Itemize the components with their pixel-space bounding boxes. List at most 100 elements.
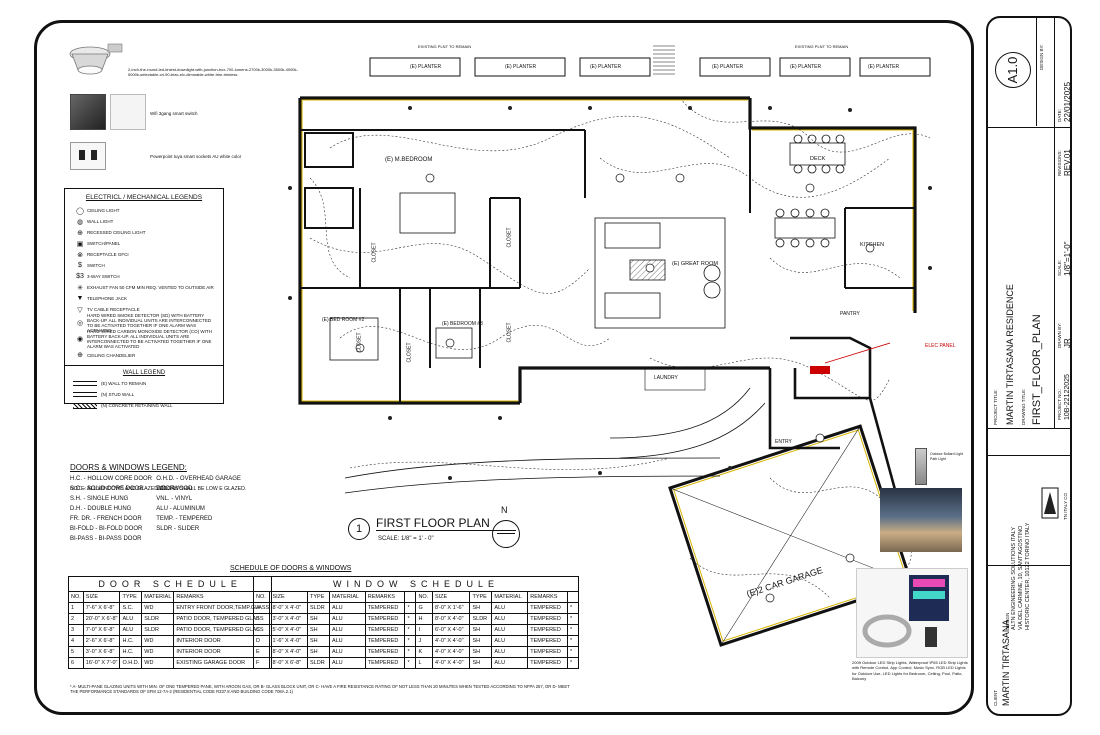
plan-number-circle: 1 <box>348 518 370 540</box>
schedule-cell: 4'-0" X 4'-0" <box>431 635 471 647</box>
schedule-cell: 16'-0" X 7'-0" <box>82 657 121 669</box>
legend-item-label: RECEPTACLE GFCI <box>87 252 129 257</box>
room-bedroom-2: (E) BED ROOM #2 <box>322 317 365 323</box>
legend-symbol-icon: ⊕ <box>77 352 83 359</box>
wall-legend-label: (E) WALL TO REMAIN <box>101 381 147 386</box>
schedule-footnote: * A- MULTI-PANE GLAZING UNITS WITH MIN. … <box>70 684 570 695</box>
schedule-cell: 2'-6" X 6'-8" <box>82 635 121 647</box>
sheet-number-circle: A1.0 <box>995 52 1031 88</box>
schedule-cell: 3'-0" X 4'-0" <box>269 613 309 625</box>
schedule-cell: SLDR <box>141 613 175 625</box>
downlight-image <box>68 40 123 78</box>
dw-legend-item: SLDR - SLIDER <box>156 526 200 532</box>
legend-item-label: WALL LIGHT <box>87 219 114 224</box>
project-no-value: 10B-22122025 <box>1064 374 1071 420</box>
beds <box>329 192 473 361</box>
schedule-cell: L <box>415 657 433 669</box>
schedule-note-cell: * <box>567 635 579 647</box>
schedule-cell: 20'-0" X 6'-8" <box>82 613 121 625</box>
legend-symbol-icon: ◉ <box>76 336 84 343</box>
bollard-image <box>915 448 927 485</box>
schedule-cell: ALU <box>491 624 529 636</box>
schedule-header-cell: SIZE <box>269 591 309 603</box>
legend-item: ▼TELEPHONE JACK <box>73 293 217 304</box>
schedule-cell: TEMPERED <box>527 624 568 636</box>
sofa-set <box>604 222 721 319</box>
wall-light-photo <box>880 488 962 552</box>
schedule-note-cell: * <box>567 602 579 614</box>
legend-item-label: SWITCH/PANEL <box>87 241 121 246</box>
schedule-cell: 5 <box>68 646 84 658</box>
schedule-cell: SH <box>469 657 493 669</box>
schedule-note-cell: * <box>567 646 579 658</box>
legend-symbol-icon: ▣ <box>76 240 84 248</box>
schedule-header-cell: MATERIAL <box>491 591 529 603</box>
wall-legend-item: (E) WALL TO REMAIN <box>73 378 217 389</box>
schedule-cell: H <box>415 613 433 625</box>
downlight-caption: 2-inch-the-round-led-tiniest-downlight-w… <box>128 67 298 78</box>
schedule-cell: 8'-0" X 4'-0" <box>269 646 309 658</box>
schedule-note-cell <box>567 591 579 603</box>
drawing-title-label: DRAWING TITLE: <box>1021 388 1026 425</box>
legend-symbol-icon: ◍ <box>76 218 84 226</box>
legend-item: ◍WALL LIGHT <box>73 216 217 227</box>
legend-symbol-icon: ▽ <box>77 306 83 314</box>
schedule-cell: 8'-0" X 4'-0" <box>269 602 309 614</box>
existing-note-2: EXISTING PLNT TO REMAIN <box>795 44 849 49</box>
schedule-cell: SH <box>469 624 493 636</box>
schedule-cell: ALU <box>491 657 529 669</box>
scale-value: 1/8"=1'-0" <box>1063 241 1072 276</box>
schedule-note-cell <box>404 591 417 603</box>
schedule-header-cell: NO. <box>68 591 84 603</box>
schedule-cell: TEMPERED <box>364 602 406 614</box>
legend-item-label: CEILING LIGHT <box>87 208 120 213</box>
legend-item: ✳EXHAUST FAN 50 CFM MIN REQ. VENTED TO O… <box>73 282 217 293</box>
schedule-cell: TEMPERED <box>527 602 568 614</box>
legend-item-label: CEILING CHANDELIER <box>87 352 136 358</box>
dw-legend-item: H.C. - HOLLOW CORE DOOR <box>70 476 153 482</box>
room-pantry: PANTRY <box>840 311 860 317</box>
project-no-label: PROJECT NO.: <box>1057 388 1062 420</box>
schedule-cell: S.C. <box>119 602 143 614</box>
house-walls <box>298 96 917 405</box>
schedule-cell: 5'-0" X 4'-0" <box>269 624 309 636</box>
light-fixtures <box>355 173 875 603</box>
dw-legend-item: ALU - ALUMINUM <box>156 506 205 512</box>
legend-item: ◯CEILING LIGHT <box>73 205 217 216</box>
schedule-cell: D <box>252 635 271 647</box>
dw-legend-title: DOORS & WINDOWS LEGEND: <box>70 463 187 472</box>
drawn-label: DRAWN BY: <box>1057 322 1062 348</box>
drawing-title: FIRST_FLOOR_PLAN <box>1031 314 1043 425</box>
schedule-cell: WD <box>141 657 175 669</box>
dw-legend-item: WD. - WOOD <box>156 486 193 492</box>
legend-item: ⊕RECESSED CEILING LIGHT <box>73 227 217 238</box>
schedule-cell: H.C. <box>119 635 143 647</box>
schedule-cell: WD <box>141 602 175 614</box>
schedule-cell: ALU <box>491 635 529 647</box>
schedule-cell: TEMPERED <box>364 613 406 625</box>
wall-legend-label: (N) CONCRETE RETAINING WALL <box>101 403 173 408</box>
revision-label: REVISIONS: <box>1057 150 1062 176</box>
schedule-cell: 4 <box>68 635 84 647</box>
dw-legend-item: TEMP. - TEMPERED <box>156 516 213 522</box>
schedule-cell: ALU <box>328 646 366 658</box>
company-logo <box>1040 486 1060 520</box>
socket-image <box>70 142 106 170</box>
electrical-legend: ELECTRICL / MECHANICAL LEGENDS ◯CEILING … <box>64 188 224 409</box>
schedule-header-cell: REMARKS <box>364 591 406 603</box>
schedule-cell: ALU <box>119 613 143 625</box>
legend-item-label: HARD WIRED CARBON MONOXIDE DETECTOR (CO)… <box>87 329 212 349</box>
legend-item: $SWITCH <box>73 260 217 271</box>
doors-windows-legend: DOORS & WINDOWS LEGEND: H.C. - HOLLOW CO… <box>70 462 250 542</box>
schedule-note-cell: * <box>404 613 417 625</box>
dw-legend-item: S.C. - SOLID CORE DOOR <box>70 486 144 492</box>
schedule-cell: J <box>415 635 433 647</box>
schedule-cell: I <box>415 624 433 636</box>
project-title-label: PROJECT TITLE: <box>993 389 998 425</box>
wall-legend-label: (N) STUD WALL <box>101 392 135 397</box>
